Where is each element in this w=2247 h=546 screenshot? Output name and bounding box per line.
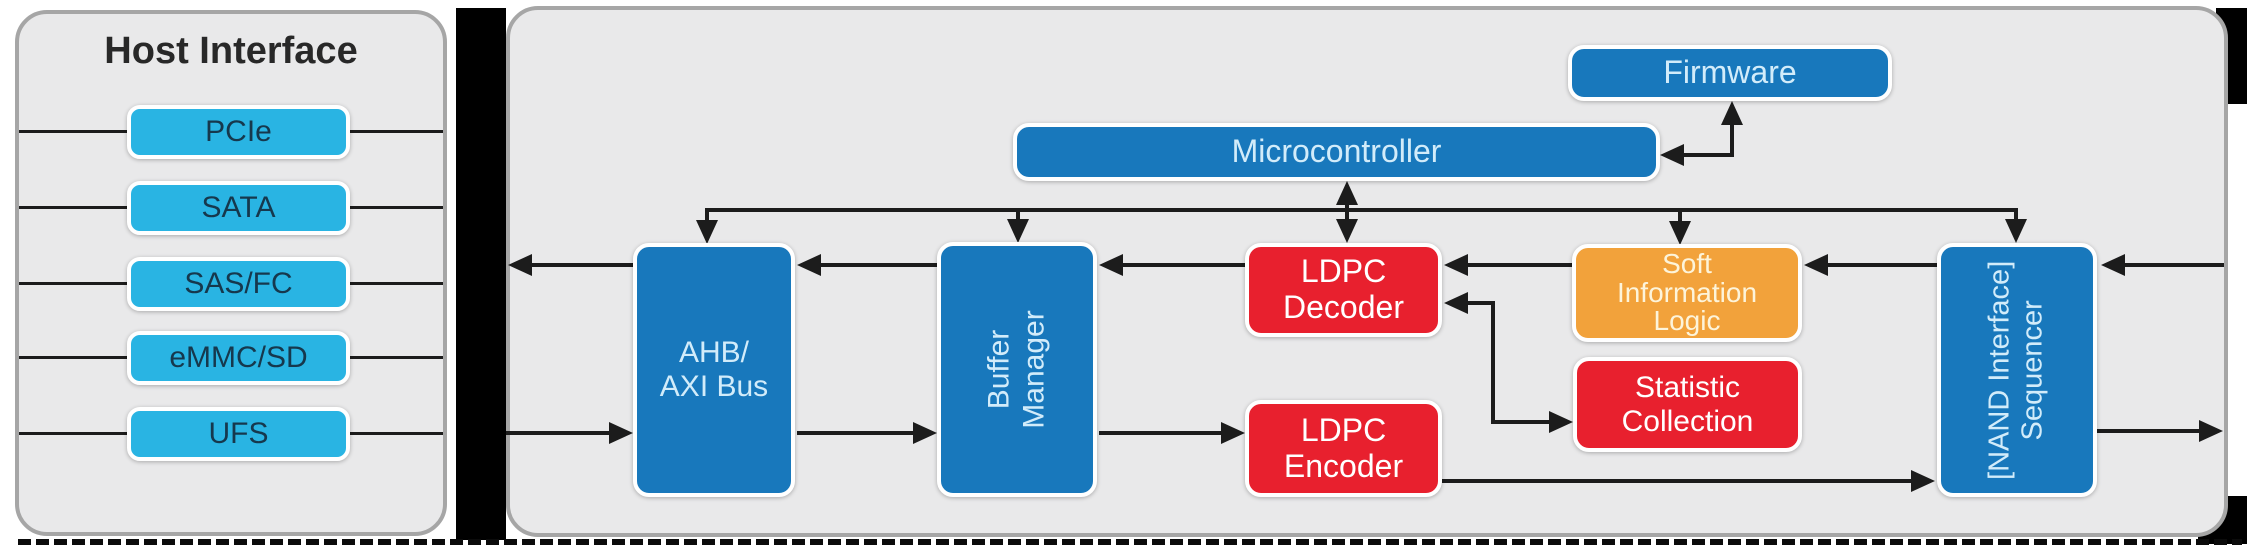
- block-statistic-collection: Statistic Collection: [1573, 357, 1802, 452]
- block-sata: SATA: [127, 181, 350, 235]
- block-pcie: PCIe: [127, 105, 350, 159]
- forward-line-nand-edge: [2097, 429, 2199, 433]
- block-ahb-axi-bus: AHB/ AXI Bus: [633, 243, 795, 497]
- arrowhead-into-nand-top: [2005, 219, 2027, 243]
- return-line-buffer-ahb: [821, 263, 937, 267]
- bus-drop-buffer: [1016, 210, 1020, 222]
- nand-sequencer-label: [NAND Interface] Sequencer: [1983, 260, 2049, 480]
- arrowhead-into-ahb-left: [609, 422, 633, 444]
- arrowhead-into-micro-bottom: [1336, 181, 1358, 205]
- arrowhead-into-soft-top: [1669, 221, 1691, 245]
- block-buffer-manager: Buffer Manager: [937, 242, 1097, 497]
- bus-drop-nand: [2014, 208, 2018, 220]
- forward-line-encoder-nand: [1442, 479, 1911, 483]
- arrowhead-into-decoder-right-lower: [1444, 292, 1468, 314]
- forward-line-buffer-encoder: [1099, 431, 1223, 435]
- arrowhead-into-nand-right: [2101, 254, 2125, 276]
- firmware-link-horizontal: [1682, 153, 1734, 157]
- arrowhead-into-encoder-left: [1221, 422, 1245, 444]
- arrowhead-into-ahb-right: [797, 254, 821, 276]
- shadow-artifact-bottom-edge: [18, 539, 2242, 545]
- arrowhead-into-soft-right: [1804, 254, 1828, 276]
- return-line-edge-nand: [2125, 263, 2224, 267]
- block-ldpc-decoder: LDPC Decoder: [1245, 243, 1442, 337]
- arrowhead-into-firmware-bottom: [1721, 101, 1743, 125]
- arrowhead-into-decoder-right: [1444, 254, 1468, 276]
- arrowhead-into-decoder-top: [1336, 219, 1358, 243]
- arrowhead-into-buffer-right: [1099, 254, 1123, 276]
- block-nand-sequencer: [NAND Interface] Sequencer: [1937, 243, 2097, 497]
- decoder-stat-v: [1491, 301, 1495, 424]
- block-emmc-sd: eMMC/SD: [127, 331, 350, 385]
- micro-decoder-link: [1345, 193, 1349, 227]
- bus-drop-ahb: [705, 208, 709, 224]
- arrowhead-to-host-edge: [508, 254, 532, 276]
- forward-line-host-ahb: [506, 431, 611, 435]
- forward-line-ahb-buffer: [797, 431, 915, 435]
- arrowhead-into-ahb-top: [696, 220, 718, 244]
- block-ldpc-encoder: LDPC Encoder: [1245, 400, 1442, 497]
- block-soft-information-logic: Soft Information Logic: [1572, 244, 1802, 342]
- block-microcontroller: Microcontroller: [1013, 123, 1660, 181]
- return-line-decoder-buffer: [1123, 263, 1245, 267]
- return-line-soft-decoder: [1468, 263, 1572, 267]
- decoder-stat-h1: [1468, 301, 1495, 305]
- arrowhead-to-nand-channel: [2199, 420, 2223, 442]
- block-ufs: UFS: [127, 407, 350, 461]
- bus-drop-soft: [1678, 210, 1682, 224]
- arrowhead-into-micro-right: [1660, 144, 1684, 166]
- decoder-stat-h2: [1495, 420, 1549, 424]
- return-line-nand-soft: [1828, 263, 1937, 267]
- arrowhead-into-buffer-left: [913, 422, 937, 444]
- arrowhead-into-statistic-left: [1549, 411, 1573, 433]
- return-line-ahb-host: [532, 263, 633, 267]
- firmware-link-vertical: [1730, 122, 1734, 155]
- bus-line: [705, 208, 2018, 212]
- arrowhead-into-buffer-top: [1007, 219, 1029, 243]
- arrowhead-into-nand-left: [1911, 470, 1935, 492]
- block-sas-fc: SAS/FC: [127, 257, 350, 311]
- buffer-manager-label: Buffer Manager: [982, 310, 1051, 429]
- host-panel-title: Host Interface: [104, 30, 358, 72]
- block-firmware: Firmware: [1568, 45, 1892, 101]
- divider-bar: [456, 8, 506, 540]
